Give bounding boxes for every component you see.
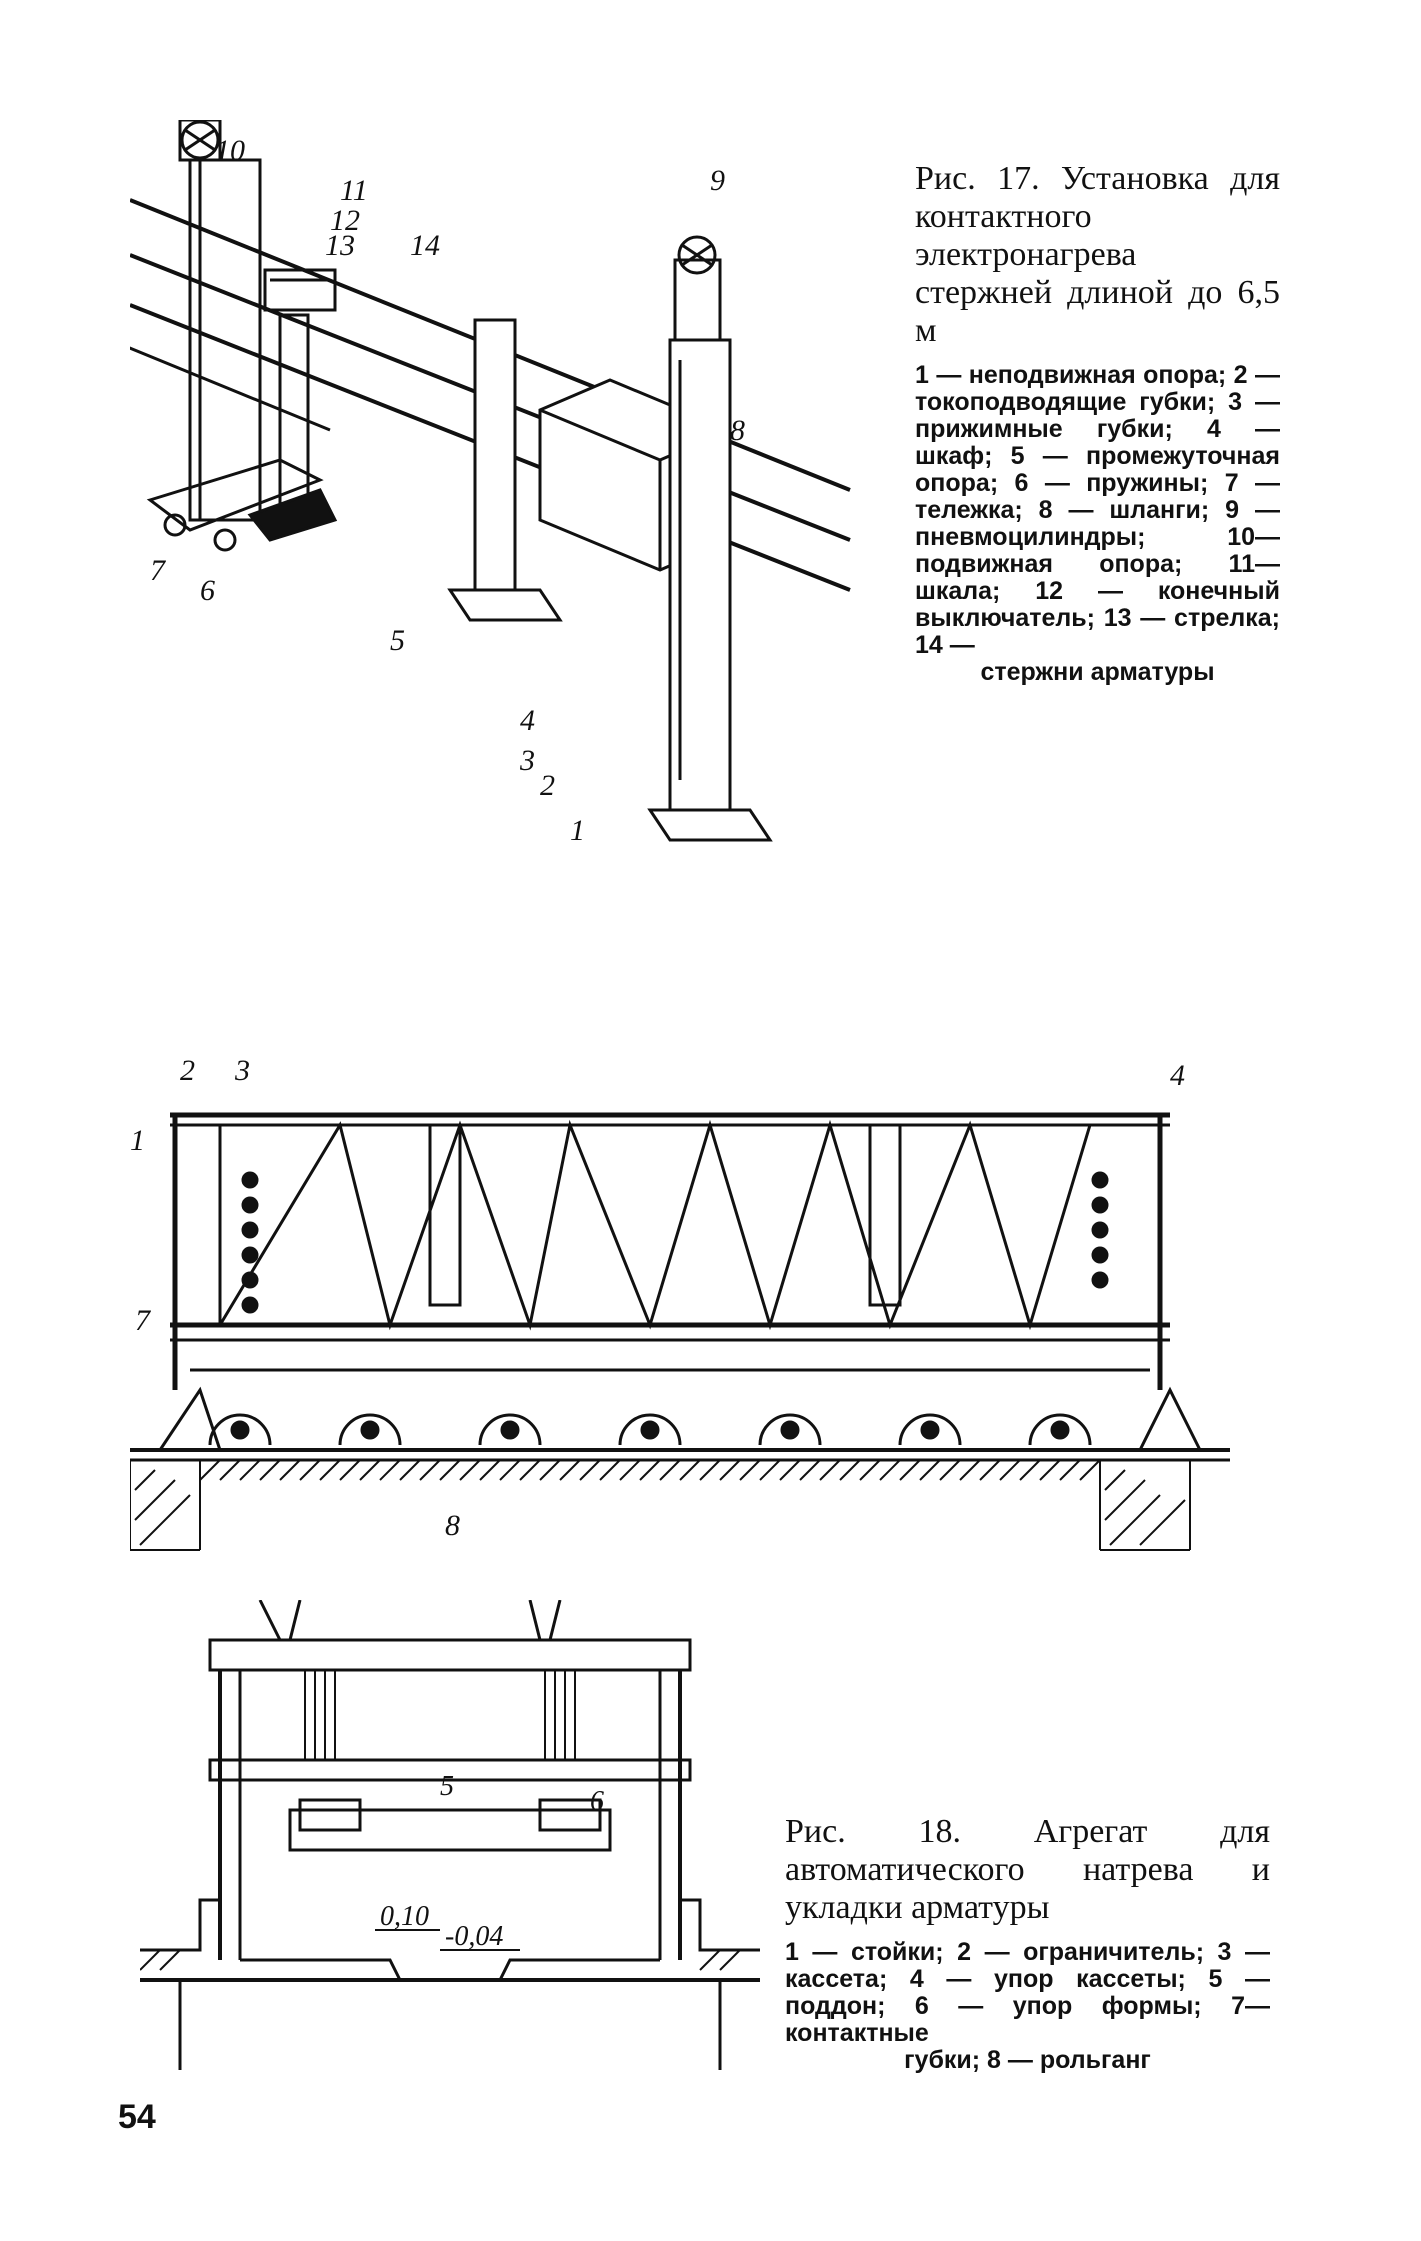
page-number: 54 bbox=[118, 2098, 156, 2136]
fig17-callout-9-right: 9 bbox=[710, 164, 725, 197]
fig17-callout-4: 4 bbox=[520, 704, 535, 737]
fig17-callout-8-right: 8 bbox=[730, 414, 745, 447]
figure-18-legend-text: 1 — стойки; 2 — ограничитель; 3 — кассет… bbox=[785, 1938, 1270, 2047]
fig17-callout-3: 3 bbox=[519, 744, 535, 777]
fig18-callout-8: 8 bbox=[445, 1509, 460, 1542]
figure-18-legend-tail: губки; 8 — рольганг bbox=[904, 2046, 1151, 2074]
figure-17-legend: 1 — неподвижная опора; 2 — токоподводящи… bbox=[915, 362, 1280, 686]
fig17-callout-14: 14 bbox=[410, 229, 440, 262]
fig17-callout-1: 1 bbox=[570, 814, 585, 847]
fig18-callout-4: 4 bbox=[1170, 1060, 1185, 1092]
figure-17-drawing: 9 8 10 11 12 13 14 7 6 5 4 9 8 3 2 1 bbox=[130, 120, 851, 847]
fig18-callout-7: 7 bbox=[135, 1304, 152, 1337]
fig17-callout-7: 7 bbox=[150, 554, 167, 587]
fig17-callout-12: 12 bbox=[330, 204, 360, 237]
fig17-callout-10: 10 bbox=[215, 134, 245, 167]
fig18-callout-2: 2 bbox=[180, 1060, 195, 1087]
figure-17-legend-text: 1 — неподвижная опора; 2 — токоподводящи… bbox=[915, 361, 1280, 659]
fig18-dim-0-10: 0,10 bbox=[380, 1901, 429, 1932]
figure-18-legend: 1 — стойки; 2 — ограничитель; 3 — кассет… bbox=[785, 1939, 1270, 2074]
fig17-callout-5: 5 bbox=[390, 624, 405, 657]
fig17-callout-2: 2 bbox=[540, 769, 555, 802]
fig18-callout-1: 1 bbox=[130, 1124, 145, 1157]
figure-17-legend-tail: стержни арматуры bbox=[980, 658, 1215, 686]
fig17-callout-9-top: 9 bbox=[240, 120, 255, 122]
fig17-callout-13: 13 bbox=[325, 229, 355, 262]
fig18-dim-minus-0-04: -0,04 bbox=[445, 1921, 503, 1952]
figure-18-title: Рис. 18. Агрегат для автоматического нат… bbox=[785, 1813, 1270, 1926]
figure-17-title: Рис. 17. Установка для контактного элект… bbox=[915, 160, 1280, 349]
fig17-callout-11: 11 bbox=[340, 174, 368, 207]
fig18-callout-3: 3 bbox=[234, 1060, 250, 1087]
fig18-callout-5: 5 bbox=[440, 1771, 454, 1802]
figure-18-cross-section: 5 6 0,10 -0,04 bbox=[140, 1600, 760, 2070]
figure-17-caption: Рис. 17. Установка для контактного элект… bbox=[915, 160, 1280, 686]
figure-18-caption: Рис. 18. Агрегат для автоматического нат… bbox=[785, 1813, 1270, 2074]
fig17-callout-6: 6 bbox=[200, 574, 215, 607]
fig18-callout-6: 6 bbox=[590, 1786, 604, 1817]
figure-18-side-view: 2 3 4 1 7 8 bbox=[130, 1060, 1230, 1551]
